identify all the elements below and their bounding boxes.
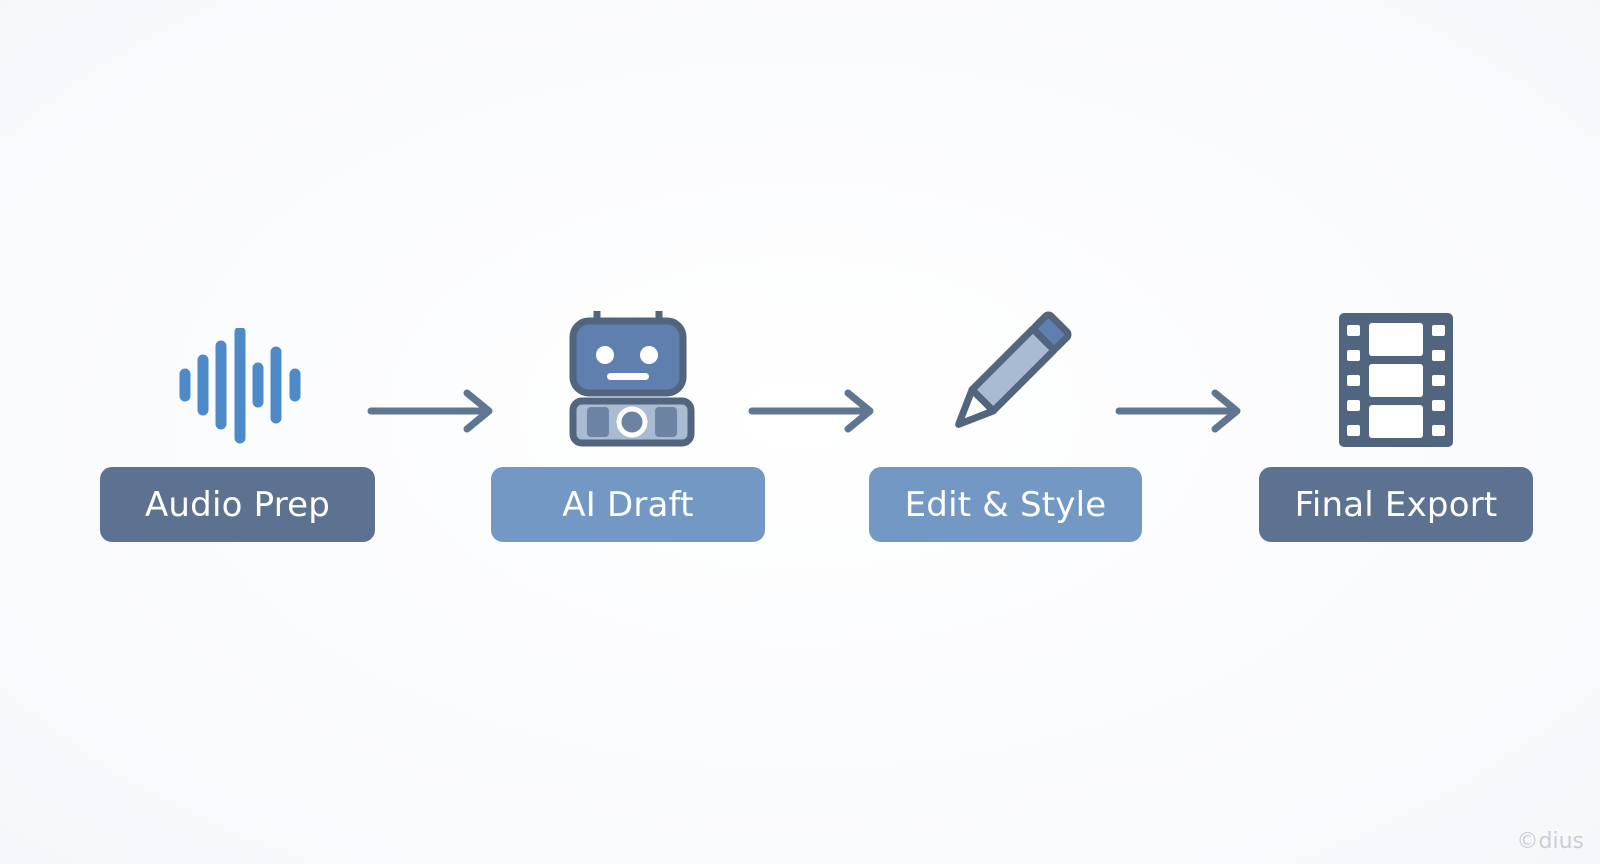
film-strip-icon	[1339, 313, 1453, 447]
waveform-icon	[178, 328, 304, 444]
step-label-final-export: Final Export	[1259, 467, 1533, 542]
arrow-2	[748, 388, 878, 438]
step-label-audio-prep: Audio Prep	[100, 467, 375, 542]
step-label-ai-draft: AI Draft	[491, 467, 765, 542]
watermark: ©dius	[1516, 829, 1584, 854]
arrow-1	[367, 388, 497, 438]
arrow-3	[1115, 388, 1245, 438]
pencil-icon	[940, 310, 1072, 444]
robot-icon	[567, 305, 697, 451]
step-label-edit-style: Edit & Style	[869, 467, 1142, 542]
